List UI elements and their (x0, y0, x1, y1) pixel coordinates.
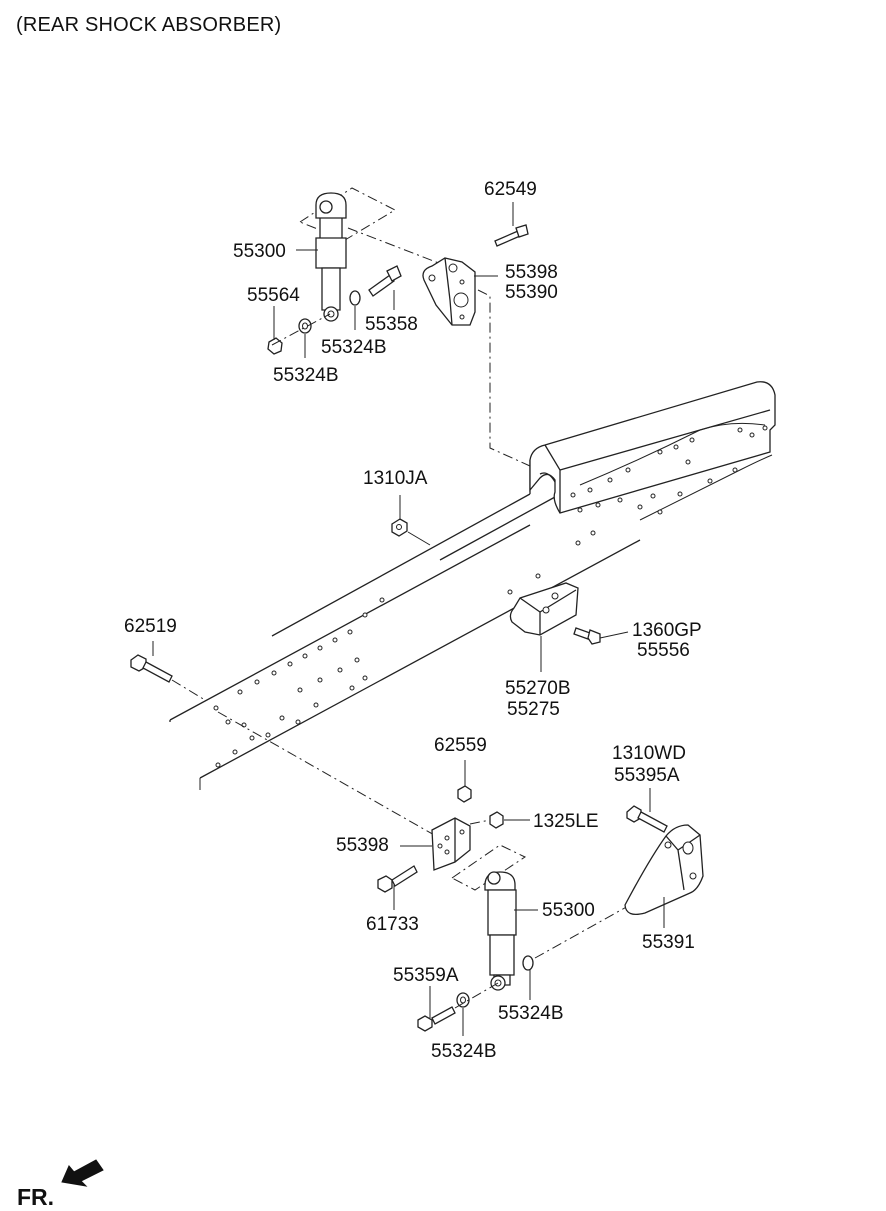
part-label-55395a: 55395A (614, 765, 680, 786)
part-label-55300-upper: 55300 (233, 241, 286, 262)
part-label-55324b-upper-b: 55324B (273, 365, 339, 386)
part-label-1310ja: 1310JA (363, 468, 428, 489)
part-label-55275: 55275 (507, 699, 560, 720)
front-indicator-label: FR. (17, 1184, 55, 1210)
part-label-55270b: 55270B (505, 678, 571, 699)
part-label-55564: 55564 (247, 285, 300, 306)
nut-1310ja (391, 518, 408, 537)
diagram-title: (REAR SHOCK ABSORBER) (16, 14, 282, 36)
part-label-55390: 55390 (505, 282, 558, 303)
part-label-62519: 62519 (124, 616, 177, 637)
part-label-55300-lower: 55300 (542, 900, 595, 921)
bump-stopper (509, 582, 601, 645)
upper-shock-bracket (422, 224, 531, 467)
part-label-61733: 61733 (366, 914, 419, 935)
part-label-55398-lower: 55398 (336, 835, 389, 856)
part-label-55398-upper: 55398 (505, 262, 558, 283)
part-label-62549: 62549 (484, 179, 537, 200)
part-label-55324b-lower-b: 55324B (431, 1041, 497, 1062)
leader-lines (152, 202, 665, 1036)
part-label-55391: 55391 (642, 932, 695, 953)
frame-holes (213, 425, 768, 768)
bolt-62519 (130, 654, 206, 701)
part-label-55358: 55358 (365, 314, 418, 335)
part-label-55324b-lower-a: 55324B (498, 1003, 564, 1024)
part-label-55324b-upper-a: 55324B (321, 337, 387, 358)
lower-shock-absorber (417, 844, 631, 1032)
upper-shock-absorber (267, 187, 463, 355)
frame-rail (169, 381, 776, 790)
part-label-1325le: 1325LE (533, 811, 599, 832)
part-label-55359a: 55359A (393, 965, 459, 986)
shock-lower-bracket-55391 (624, 805, 704, 916)
arrow-icon (61, 1159, 104, 1187)
part-label-1310wd: 1310WD (612, 743, 686, 764)
lower-shock-bracket (377, 785, 504, 893)
part-label-62559: 62559 (434, 735, 487, 756)
part-label-1360gp: 1360GP (632, 620, 702, 641)
part-label-55556: 55556 (637, 640, 690, 661)
